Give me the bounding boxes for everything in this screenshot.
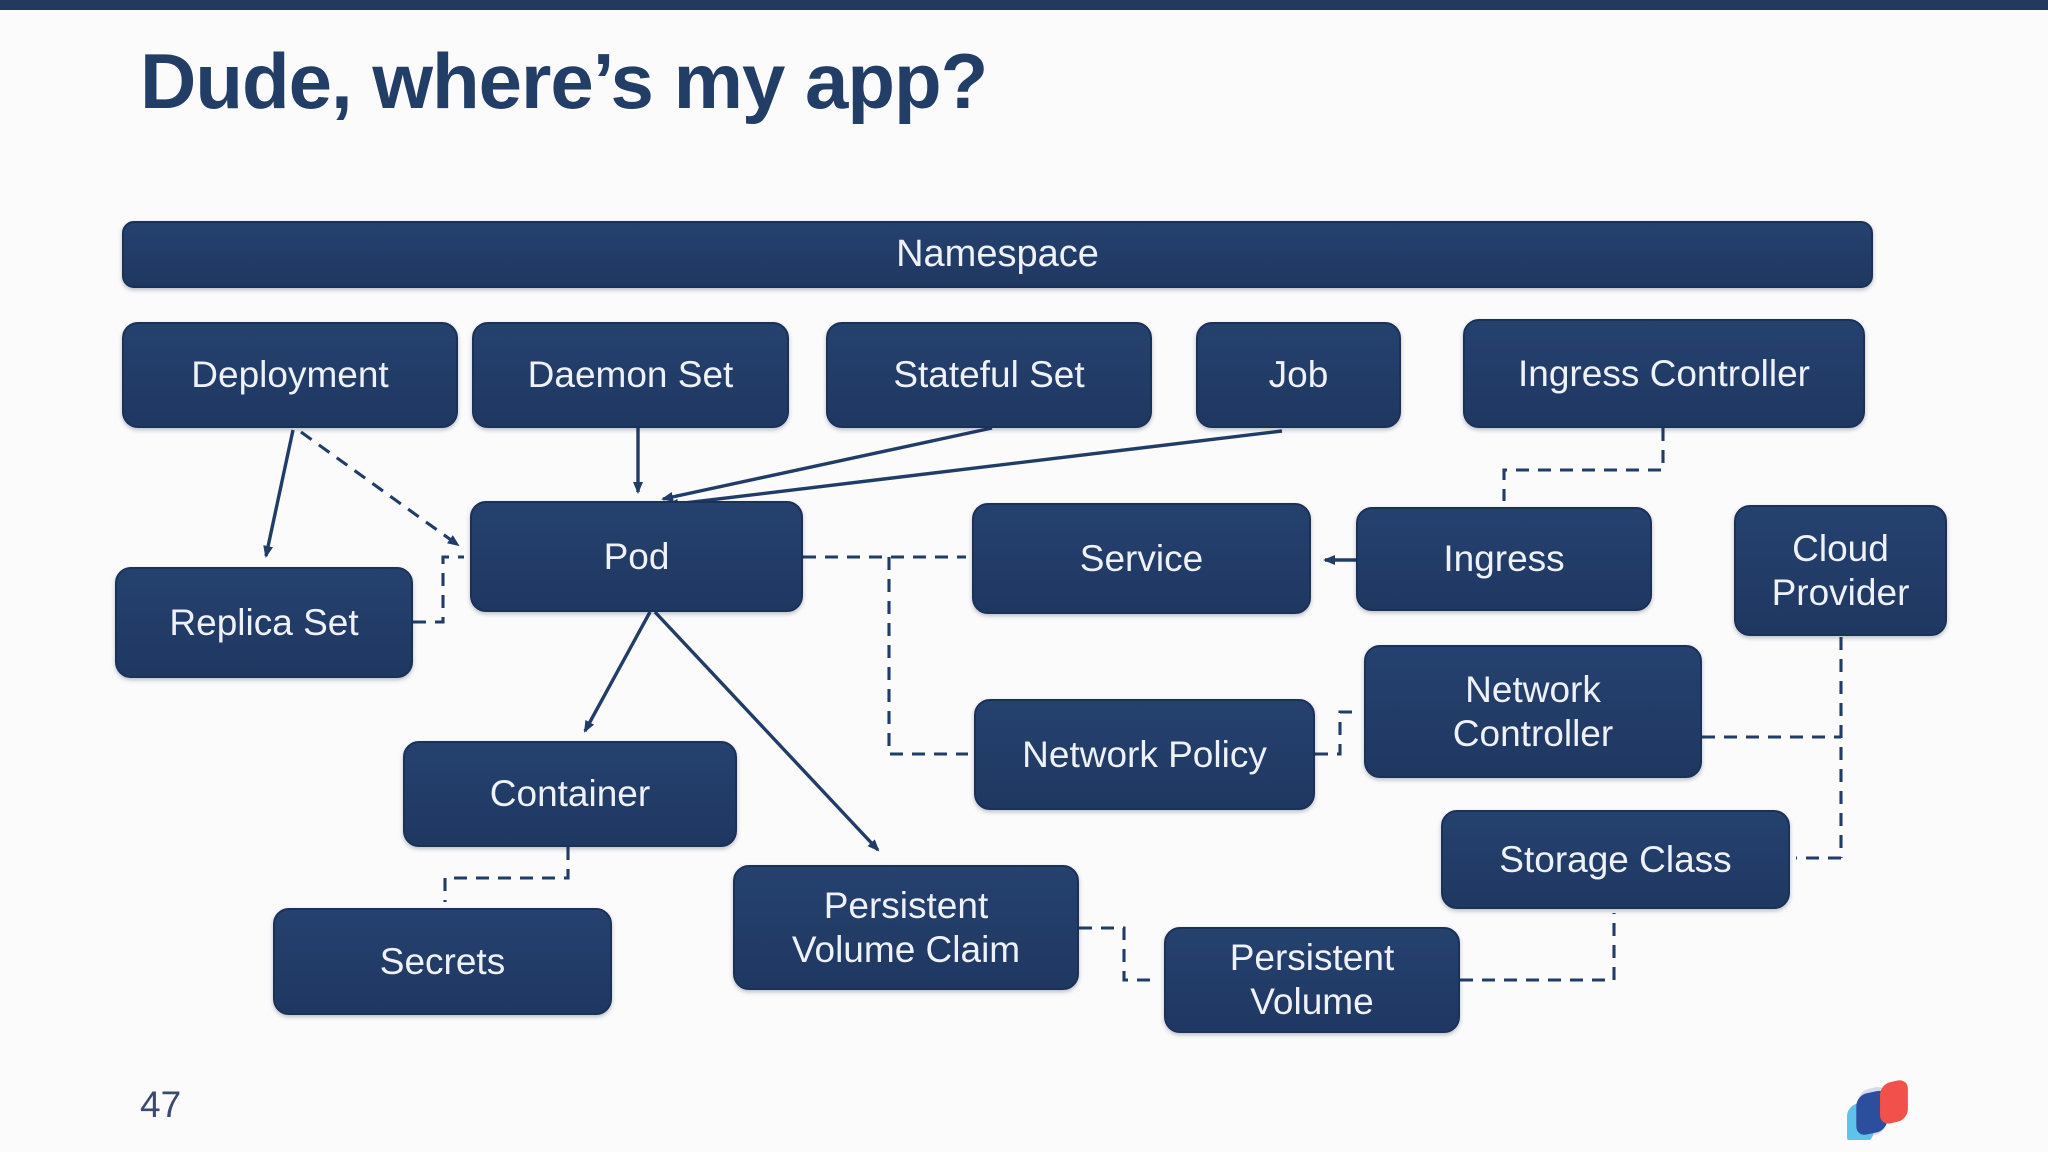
node-cloud-provider: Cloud Provider <box>1734 505 1947 636</box>
node-label: Persistent Volume Claim <box>791 884 1021 970</box>
node-label: Deployment <box>191 354 389 396</box>
node-ingress: Ingress <box>1356 507 1652 611</box>
node-service: Service <box>972 503 1311 614</box>
top-accent-bar <box>0 0 2048 10</box>
node-label: Network Controller <box>1452 668 1614 754</box>
node-secrets: Secrets <box>273 908 612 1015</box>
node-label: Namespace <box>896 233 1099 276</box>
n-mark-logo-icon <box>1847 1080 1908 1140</box>
node-label: Ingress <box>1443 538 1565 580</box>
node-daemon-set: Daemon Set <box>472 322 789 428</box>
node-label: Daemon Set <box>527 354 734 396</box>
node-label: Storage Class <box>1499 838 1732 880</box>
node-ingress-controller: Ingress Controller <box>1463 319 1865 428</box>
node-label: Persistent Volume <box>1229 937 1395 1022</box>
node-network-policy: Network Policy <box>974 699 1315 810</box>
node-replica-set: Replica Set <box>115 567 413 678</box>
slide-title: Dude, where’s my app? <box>140 37 988 125</box>
node-job: Job <box>1196 322 1401 428</box>
node-label: Cloud Provider <box>1771 527 1910 613</box>
node-container: Container <box>403 741 737 847</box>
node-label: Container <box>489 773 651 815</box>
node-label: Network Policy <box>1022 733 1267 775</box>
node-label: Stateful Set <box>893 354 1085 396</box>
node-persistent-volume-claim: Persistent Volume Claim <box>733 865 1079 990</box>
node-deployment: Deployment <box>122 322 458 428</box>
node-namespace: Namespace <box>122 221 1873 288</box>
node-label: Service <box>1079 537 1204 579</box>
node-storage-class: Storage Class <box>1441 810 1790 909</box>
node-label: Replica Set <box>169 601 359 643</box>
node-label: Ingress Controller <box>1517 352 1810 394</box>
node-label: Secrets <box>379 940 506 982</box>
node-network-controller: Network Controller <box>1364 645 1702 778</box>
node-persistent-volume: Persistent Volume <box>1164 927 1460 1033</box>
node-label: Job <box>1268 354 1329 396</box>
page-number: 47 <box>140 1084 182 1125</box>
node-stateful-set: Stateful Set <box>826 322 1152 428</box>
node-label: Pod <box>603 535 670 577</box>
node-pod: Pod <box>470 501 803 612</box>
